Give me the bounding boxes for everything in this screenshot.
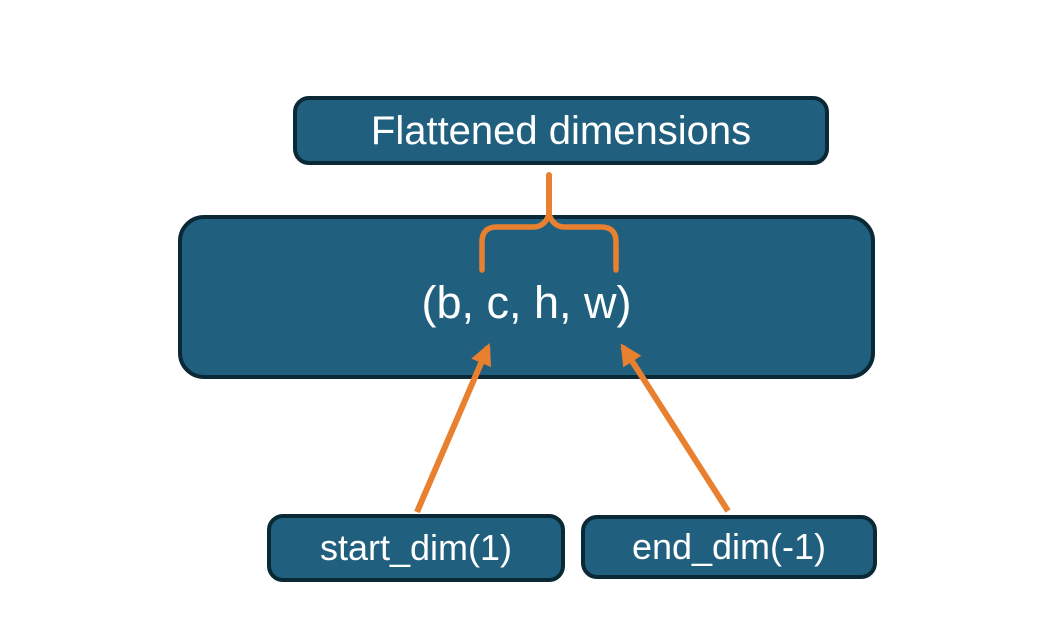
flattened-dimensions-label: Flattened dimensions: [370, 108, 752, 153]
end-dim-label: end_dim(-1): [631, 526, 827, 567]
tensor-shape-box: (b, c, h, w): [178, 215, 875, 379]
end-dim-box: end_dim(-1): [581, 515, 877, 579]
start-dim-label: start_dim(1): [319, 527, 513, 568]
tensor-shape-text: (b, c, h, w): [421, 276, 632, 328]
start-dim-box: start_dim(1): [267, 514, 565, 582]
flattened-dimensions-label-box: Flattened dimensions: [293, 96, 829, 165]
